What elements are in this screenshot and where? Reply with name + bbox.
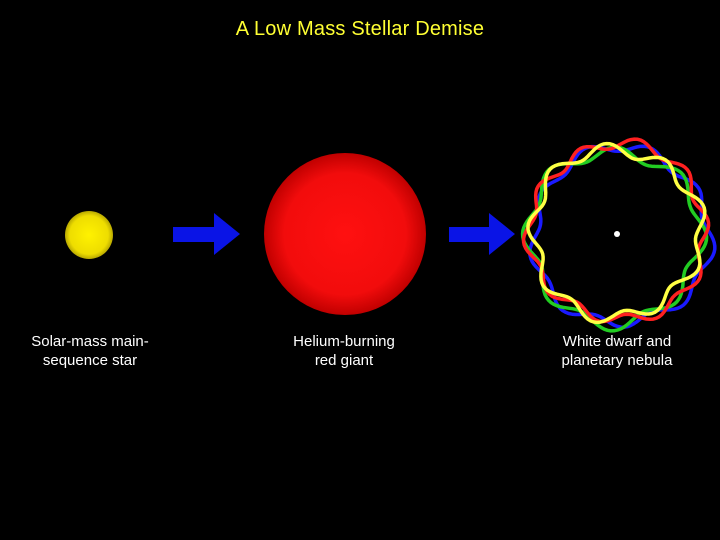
caption-main-sequence: Solar-mass main- sequence star [10, 332, 170, 370]
caption-planetary-nebula: White dwarf and planetary nebula [537, 332, 697, 370]
white-dwarf [614, 231, 620, 237]
arrow-1 [173, 213, 240, 255]
caption-line: sequence star [42, 352, 138, 369]
caption-line: Solar-mass main- [31, 333, 149, 350]
caption-line: Helium-burning [293, 333, 395, 350]
arrow-2 [449, 213, 515, 255]
caption-line: White dwarf and [562, 333, 672, 350]
caption-line: planetary nebula [561, 352, 673, 369]
main-sequence-star [65, 211, 113, 259]
planetary-nebula [520, 137, 717, 333]
diagram-title: A Low Mass Stellar Demise [235, 18, 485, 40]
caption-line: red giant [314, 352, 374, 369]
red-giant-star [264, 153, 426, 315]
caption-red-giant: Helium-burning red giant [264, 332, 424, 370]
nebula-ring [526, 141, 707, 325]
